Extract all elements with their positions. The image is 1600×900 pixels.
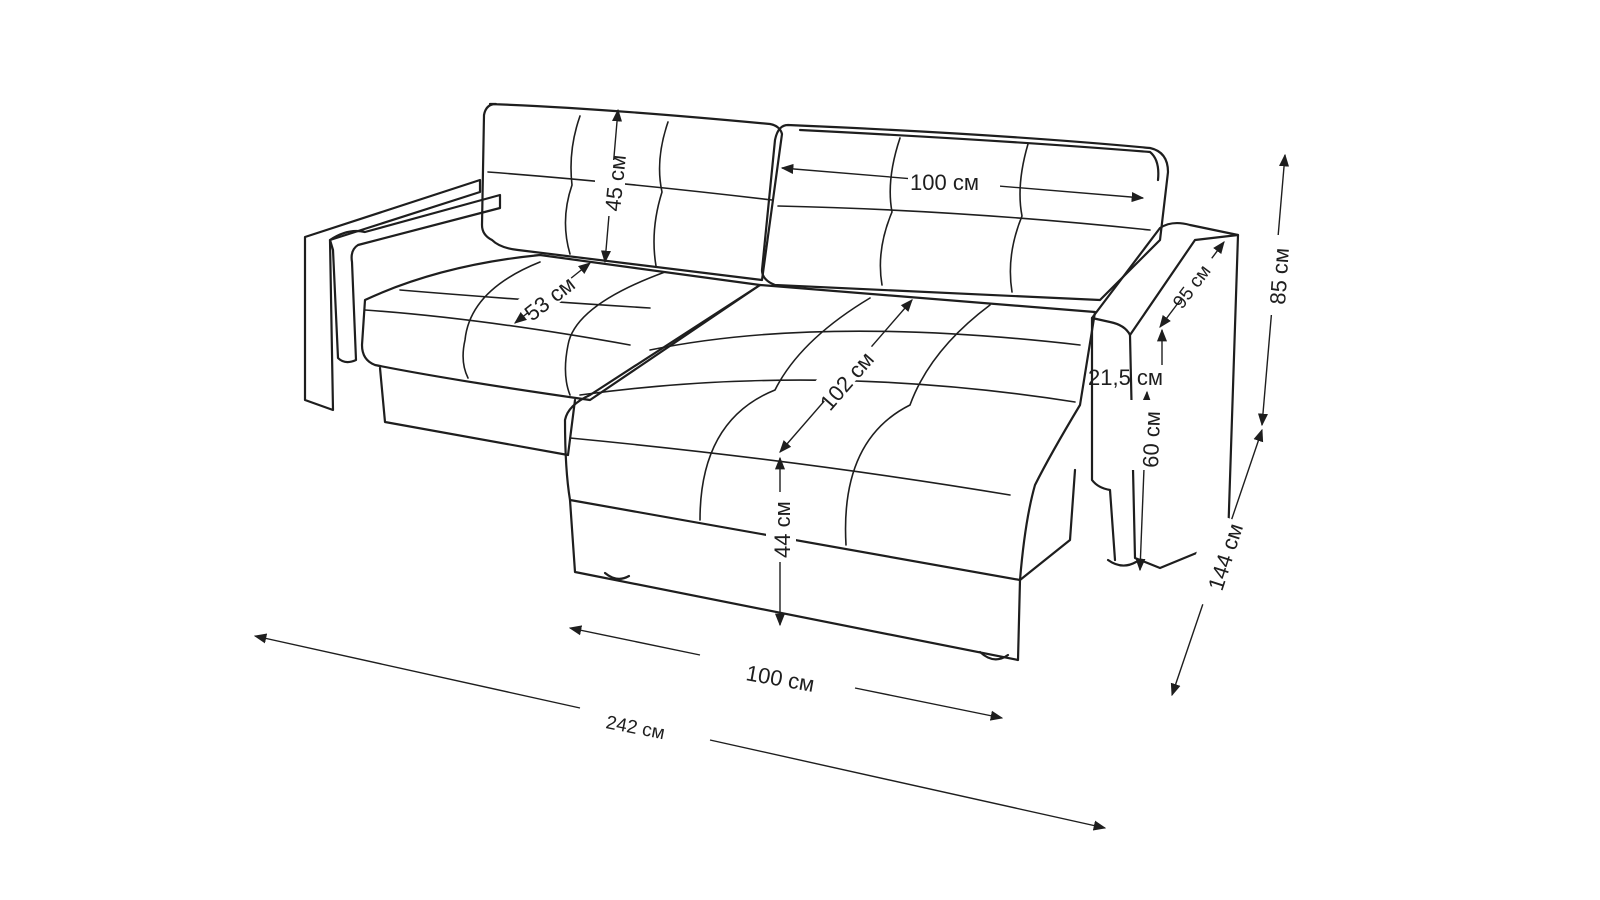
right-armrest-foot <box>1106 558 1138 567</box>
left-base <box>378 366 577 457</box>
sofa-outline <box>303 102 1240 662</box>
dim-line-total-width-a <box>253 633 581 709</box>
dim-label-back-height: 45 см <box>600 154 631 213</box>
left-back-seam-v2 <box>653 121 669 267</box>
chaise-seat <box>563 283 1097 582</box>
left-armrest-pad <box>328 193 502 364</box>
right-back-cushion <box>760 123 1170 302</box>
dim-label-seat-height: 44 см <box>770 501 795 558</box>
dim-label-back-width: 100 см <box>910 170 979 195</box>
dim-label-armrest-width: 21,5 см <box>1088 365 1163 390</box>
chaise-seam-h3 <box>569 437 1011 496</box>
left-seat-seam-v2 <box>564 271 666 396</box>
chaise-side <box>1018 468 1077 582</box>
left-back-cushion <box>480 102 784 282</box>
left-back-seam-v1 <box>564 115 581 255</box>
right-back-cushion-rim <box>798 128 1160 182</box>
dim-label-total-height: 85 см <box>1265 247 1294 305</box>
dim-line-chaise-width-b <box>854 687 1004 721</box>
dim-line-chaise-width-a <box>568 625 701 656</box>
chaise-foot-left <box>603 571 631 580</box>
right-back-seam-h <box>777 205 1151 231</box>
dimension-lines: 45 см 53 см 100 см 102 см 95 см 21,5 см … <box>253 108 1294 831</box>
left-seat-seam-v1 <box>462 261 541 379</box>
dim-label-armrest-height: 60 см <box>1138 411 1165 469</box>
left-back-seam-h <box>487 171 773 201</box>
chaise-seam-v2 <box>844 304 991 546</box>
dim-label-total-width: 242 см <box>604 712 666 744</box>
chaise-base <box>568 498 1022 662</box>
left-seat-seam-h2 <box>364 309 631 346</box>
chaise-foot-right <box>978 650 1010 661</box>
right-armrest-front <box>1090 316 1117 562</box>
dim-label-chaise-width: 100 см <box>744 660 816 697</box>
right-armrest-pad <box>1128 233 1240 337</box>
right-back-seam-v1 <box>879 137 901 286</box>
dim-line-total-width-b <box>709 739 1107 831</box>
left-seat-cushion <box>360 253 762 402</box>
